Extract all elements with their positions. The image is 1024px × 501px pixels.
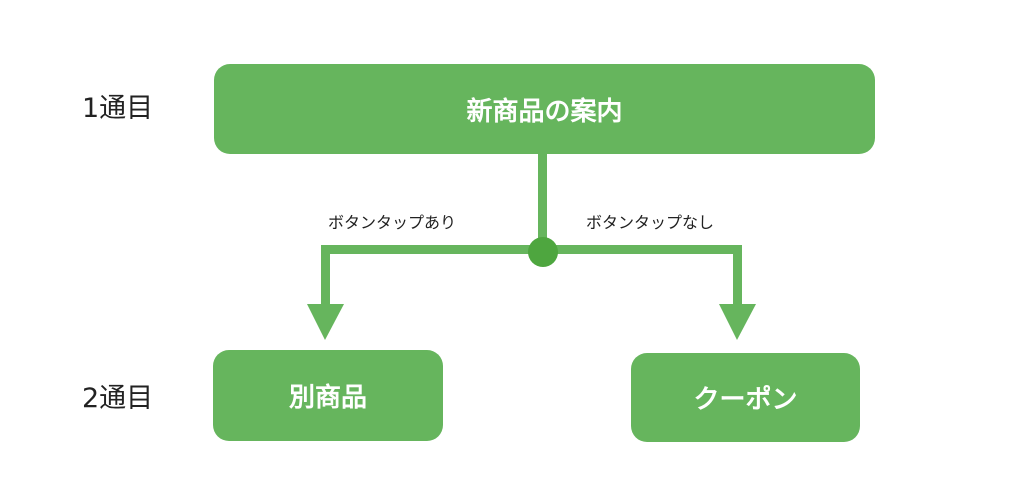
connector-horizontal-right: [543, 245, 742, 254]
connector-drop-left: [321, 245, 330, 307]
connector-vertical-stem: [538, 150, 547, 250]
node-new-product-announcement-text: 新商品の案内: [466, 96, 623, 127]
row-label-second-message: 2通目: [82, 383, 154, 414]
branch-label-button-not-tapped: ボタンタップなし: [586, 213, 715, 232]
junction-dot: [528, 237, 558, 267]
node-other-product: 別商品: [213, 350, 443, 441]
node-other-product-text: 別商品: [288, 383, 367, 413]
node-coupon: クーポン: [631, 353, 860, 442]
node-coupon-text: クーポン: [693, 385, 798, 415]
row-label-first-message: 1通目: [82, 93, 154, 124]
connector-horizontal-left: [321, 245, 543, 254]
branch-label-button-tapped: ボタンタップあり: [328, 213, 457, 232]
connector-drop-right: [733, 245, 742, 307]
node-new-product-announcement: 新商品の案内: [214, 64, 875, 154]
arrowhead-right: [719, 304, 756, 340]
arrowhead-left: [307, 304, 344, 340]
